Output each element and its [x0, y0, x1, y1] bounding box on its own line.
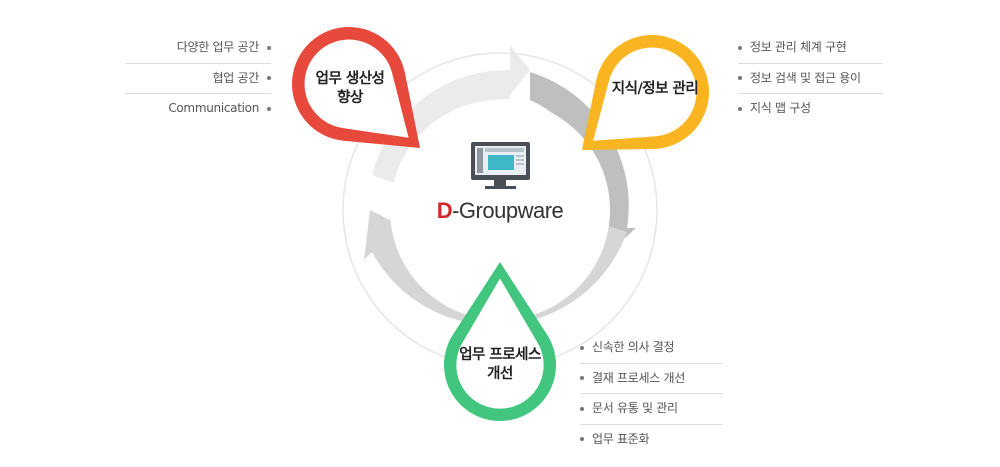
pin-title-line: 지식/정보 관리 — [611, 81, 699, 97]
pin-knowledge-inner — [593, 47, 697, 141]
monitor-icon — [471, 142, 530, 189]
pin-process-inner — [456, 278, 544, 409]
list-item: 다양한 업무 공간 — [125, 33, 271, 64]
list-item: 협업 공간 — [125, 64, 271, 94]
center-disc — [390, 100, 610, 320]
bullet-list-knowledge: 정보 관리 체계 구현 정보 검색 및 접근 용이 지식 맵 구성 — [738, 33, 883, 124]
bullet-list-productivity: 다양한 업무 공간 협업 공간 Communication — [125, 33, 271, 124]
list-item-text: 협업 공간 — [212, 70, 260, 85]
bullet-dot-icon — [738, 45, 742, 50]
list-item: 정보 검색 및 접근 용이 — [738, 64, 883, 94]
list-item: 문서 유통 및 관리 — [580, 394, 723, 425]
pin-title-process: 업무 프로세스 개선 — [440, 346, 560, 384]
list-item-text: 정보 검색 및 접근 용이 — [750, 70, 861, 85]
list-item-text: Communication — [168, 101, 259, 115]
pin-productivity-inner — [304, 39, 409, 138]
bullet-dot-icon — [267, 106, 271, 111]
pin-title-line: 개선 — [487, 366, 513, 382]
center-brand: D-Groupware — [400, 198, 600, 224]
bullet-list-process: 신속한 의사 결정 결재 프로세스 개선 문서 유통 및 관리 업무 표준화 — [580, 333, 723, 454]
list-item: 신속한 의사 결정 — [580, 333, 723, 364]
bullet-dot-icon — [267, 76, 271, 80]
list-item: 지식 맵 구성 — [738, 94, 883, 124]
bullet-dot-icon — [580, 406, 584, 411]
list-item-text: 다양한 업무 공간 — [176, 40, 260, 54]
list-item-text: 신속한 의사 결정 — [592, 340, 675, 354]
list-item-text: 결재 프로세스 개선 — [592, 370, 685, 385]
pin-title-line: 업무 생산성 — [315, 71, 385, 87]
list-item-text: 문서 유통 및 관리 — [592, 401, 678, 415]
list-item-text: 정보 관리 체계 구현 — [750, 40, 847, 54]
list-item-text: 업무 표준화 — [592, 431, 650, 446]
bullet-dot-icon — [580, 345, 584, 350]
list-item: 결재 프로세스 개선 — [580, 364, 723, 394]
pin-title-line: 향상 — [337, 90, 363, 106]
list-item: 정보 관리 체계 구현 — [738, 33, 883, 64]
list-item: 업무 표준화 — [580, 425, 723, 455]
pin-title-productivity: 업무 생산성 향상 — [300, 70, 400, 108]
brand-name: -Groupware — [452, 198, 564, 223]
list-item-text: 지식 맵 구성 — [750, 101, 811, 115]
bullet-dot-icon — [580, 437, 584, 441]
list-item: Communication — [125, 94, 271, 124]
bullet-dot-icon — [580, 376, 584, 380]
brand-prefix: D — [436, 198, 453, 223]
bullet-dot-icon — [738, 76, 742, 80]
bullet-dot-icon — [267, 45, 271, 50]
bullet-dot-icon — [738, 106, 742, 111]
pin-title-line: 업무 프로세스 — [459, 347, 541, 363]
pin-title-knowledge: 지식/정보 관리 — [595, 80, 715, 99]
